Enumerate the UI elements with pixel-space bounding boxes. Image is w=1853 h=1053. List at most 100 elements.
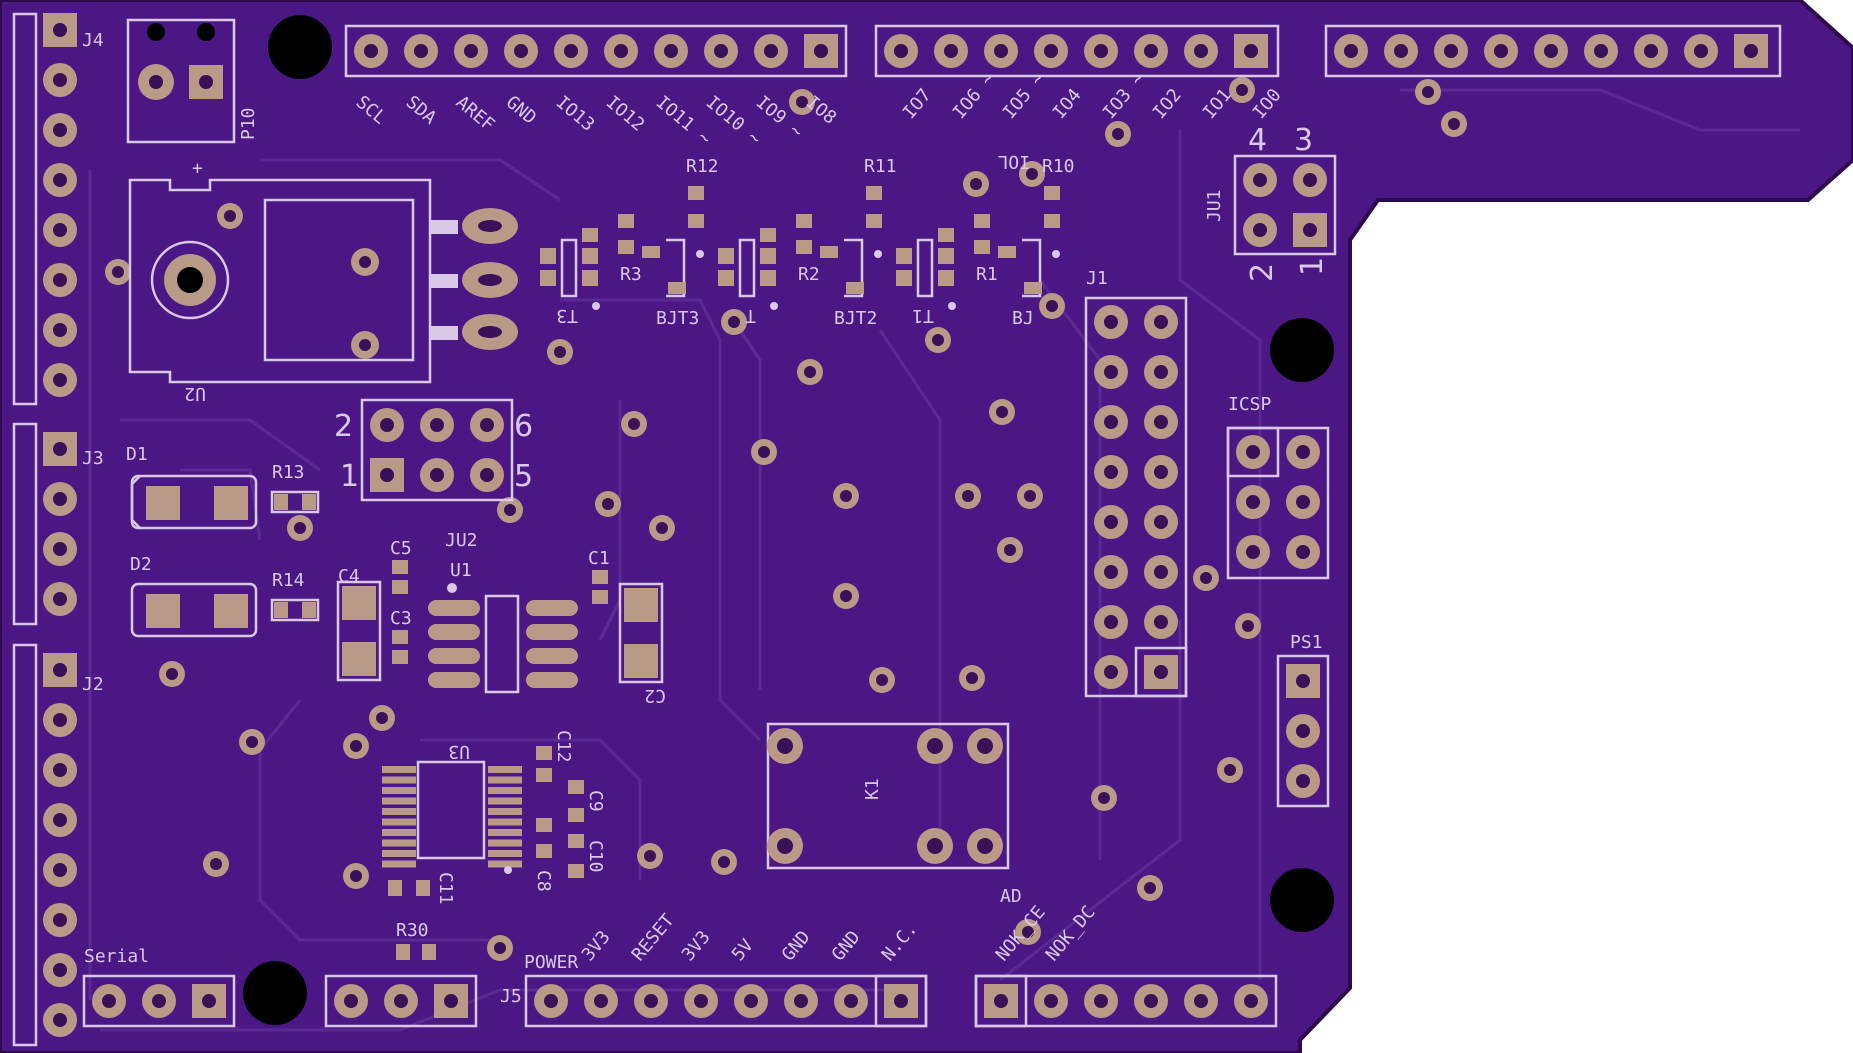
u3-pin <box>382 808 416 815</box>
label-bjt3: BJT3 <box>656 308 699 329</box>
label-u1: U1 <box>450 560 472 581</box>
label-c12: C12 <box>553 730 574 763</box>
label-r11: R11 <box>864 156 897 177</box>
label-j5: J5 <box>500 986 522 1007</box>
label-ju2-pin6: 6 <box>514 409 533 444</box>
label-c2: C2 <box>644 685 666 706</box>
vias <box>105 77 1467 961</box>
u3-pin <box>488 787 522 794</box>
header-ps1: PS1 <box>1276 632 1330 808</box>
u3-pin <box>382 766 416 773</box>
ic-u1: U1 C4 C5 C3 C1 C2 <box>336 538 666 706</box>
u3-pin <box>488 808 522 815</box>
label-t1: T1 <box>912 305 934 326</box>
u1-pin <box>526 648 578 664</box>
label-c10: C10 <box>585 840 606 873</box>
u1-pin <box>428 600 480 616</box>
diodes: D1 D2 R13 R14 <box>126 444 320 638</box>
label-ju1-pin4: 4 <box>1248 123 1267 158</box>
label-plus: + <box>192 158 203 179</box>
label-c9: C9 <box>585 790 606 812</box>
u3-pin <box>382 829 416 836</box>
label-c3: C3 <box>390 608 412 629</box>
label-t2: T <box>745 305 756 326</box>
label-ju2-pin1: 1 <box>340 459 359 494</box>
u3-pin <box>382 818 416 826</box>
mounting-holes <box>243 15 1334 1025</box>
label-ad: AD <box>1000 886 1022 907</box>
jumper-ju1: JU1 4 3 2 1 <box>1204 123 1337 282</box>
label-ju1-pin2: 2 <box>1245 263 1280 282</box>
label-ju2: JU2 <box>445 530 478 551</box>
label-power: POWER <box>524 952 578 973</box>
label-ju1-pin3: 3 <box>1294 123 1313 158</box>
u1-pin <box>526 624 578 640</box>
label-icsp: ICSP <box>1228 394 1272 415</box>
label-r1: R1 <box>976 264 998 285</box>
header-bottom-small <box>324 974 478 1028</box>
label-p10: P10 <box>238 107 259 140</box>
label-j1: J1 <box>1086 268 1108 289</box>
label-ps1: PS1 <box>1290 632 1323 653</box>
label-ju1: JU1 <box>1204 189 1225 222</box>
u3-pin <box>488 860 522 868</box>
u3-pin <box>488 818 522 826</box>
label-ju2-pin5: 5 <box>514 459 533 494</box>
label-r3: R3 <box>620 264 642 285</box>
header-j3: J3 <box>12 422 104 626</box>
header-j1: J1 <box>1084 268 1188 698</box>
label-r10: R10 <box>1042 156 1075 177</box>
label-r2: R2 <box>798 264 820 285</box>
label-serial: Serial <box>84 946 149 967</box>
jumper-ju2: 2 1 6 5 JU2 <box>334 398 533 551</box>
label-j4: J4 <box>82 30 104 51</box>
ic-u3: U3 C12 C9 C8 C10 C11 R30 <box>382 730 606 960</box>
label-c4: C4 <box>338 566 360 587</box>
connector-p10: P10 <box>126 18 259 144</box>
u3-pin <box>488 850 522 857</box>
u3-pin <box>382 787 416 794</box>
label-j3: J3 <box>82 448 104 469</box>
u3-pin <box>488 797 522 805</box>
label-t3: T3 <box>556 305 578 326</box>
label-c5: C5 <box>390 538 412 559</box>
relay-k1: K1 <box>766 722 1010 870</box>
u1-pin <box>428 672 480 688</box>
label-bjt1: BJ <box>1012 308 1034 329</box>
label-u2: U2 <box>184 383 206 404</box>
header-top-right <box>1324 24 1782 78</box>
u3-pin <box>488 829 522 836</box>
label-c11: C11 <box>435 872 456 905</box>
u3-pin <box>382 860 416 868</box>
label-bjt2: BJT2 <box>834 308 877 329</box>
header-j4: J4 <box>12 12 104 406</box>
u3-pin <box>382 776 416 784</box>
label-ju2-pin2: 2 <box>334 409 353 444</box>
label-r13: R13 <box>272 462 305 483</box>
label-c8: C8 <box>533 870 554 892</box>
label-ju1-pin1: 1 <box>1295 257 1330 276</box>
label-d1: D1 <box>126 444 148 465</box>
label-u3: U3 <box>448 741 470 762</box>
u3-pin <box>382 839 416 847</box>
label-j2: J2 <box>82 674 104 695</box>
u1-pin <box>428 624 480 640</box>
header-j2: J2 <box>12 643 104 1047</box>
u3-pin <box>382 797 416 805</box>
label-r30: R30 <box>396 920 429 941</box>
u1-pin <box>428 648 480 664</box>
u3-pin <box>488 776 522 784</box>
label-d2: D2 <box>130 554 152 575</box>
u3-pin <box>488 766 522 773</box>
transistor-section <box>540 186 1060 310</box>
u1-pin <box>526 600 578 616</box>
u1-pin <box>526 672 578 688</box>
header-serial: Serial <box>82 946 236 1028</box>
label-k1: K1 <box>862 778 883 800</box>
label-c1: C1 <box>588 548 610 569</box>
u3-pin <box>488 839 522 847</box>
u3-pin <box>382 850 416 857</box>
